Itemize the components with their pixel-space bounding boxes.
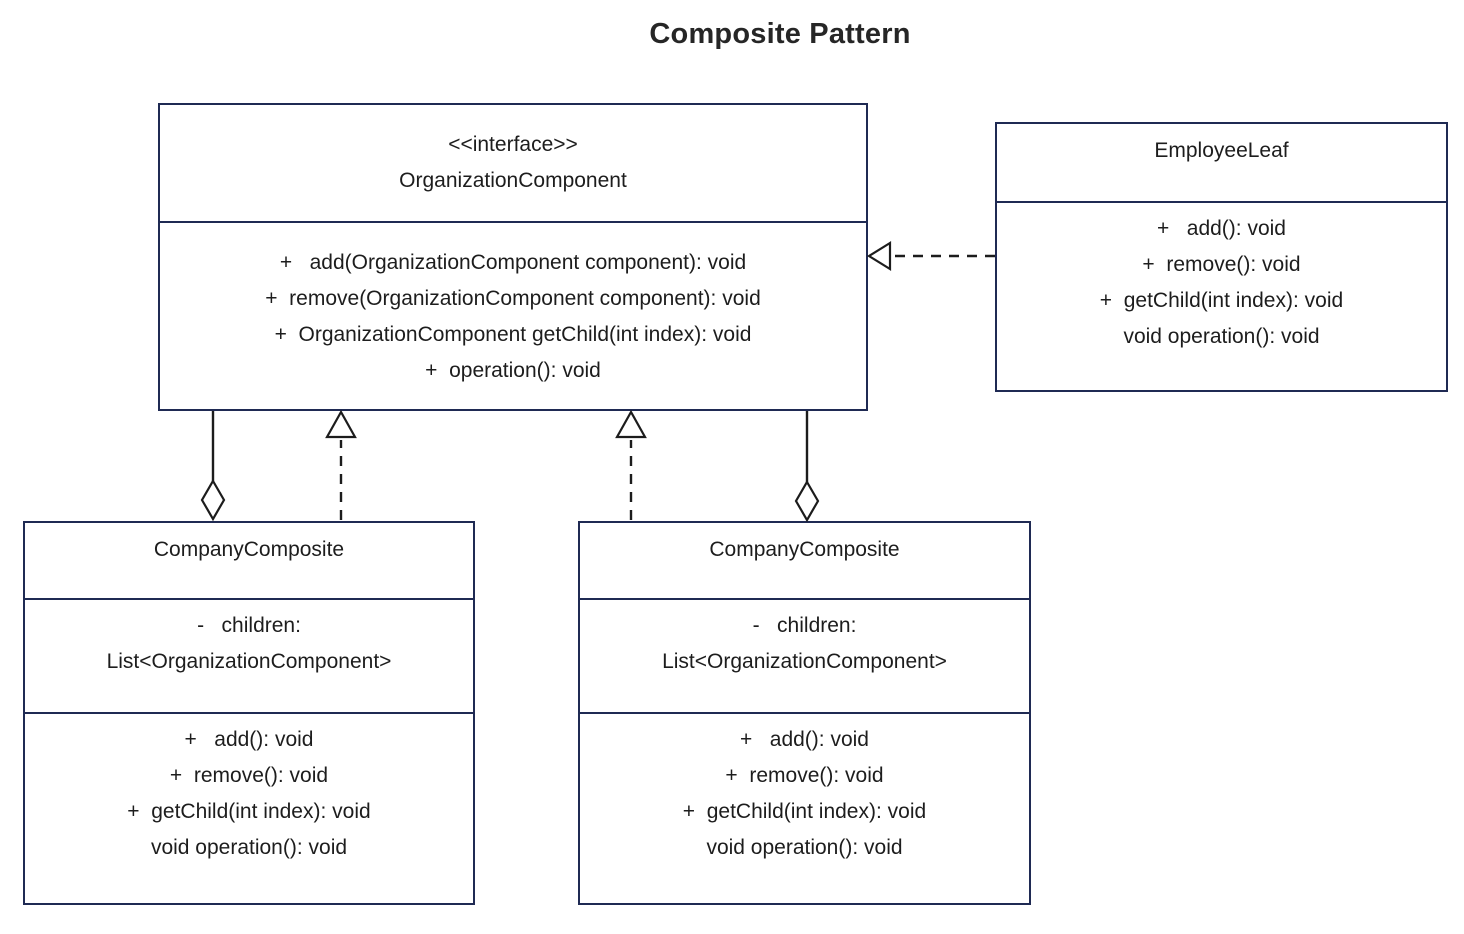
attribute-item: List<OrganizationComponent> (662, 650, 947, 673)
method-item: + remove(OrganizationComponent component… (265, 287, 761, 310)
class-box-organization-component: <<interface>> OrganizationComponent + ad… (158, 103, 868, 411)
method-item: + operation(): void (425, 359, 601, 382)
realization-connector-employee-leaf (866, 241, 995, 271)
method-item: + getChild(int index): void (1099, 289, 1344, 312)
diagram-title: Composite Pattern (649, 18, 911, 50)
method-item: void operation(): void (1123, 325, 1320, 348)
class-header: CompanyComposite (25, 523, 473, 598)
class-header: <<interface>> OrganizationComponent (160, 105, 866, 221)
class-box-employee-leaf: EmployeeLeaf + add(): void + remove(): v… (995, 122, 1448, 392)
method-item: + remove(): void (725, 764, 884, 787)
method-item: + getChild(int index): void (682, 800, 927, 823)
aggregation-connector-left (200, 411, 226, 522)
attribute-item: List<OrganizationComponent> (106, 650, 392, 673)
class-header: CompanyComposite (580, 523, 1029, 598)
hollow-triangle-arrowhead-icon (866, 241, 892, 271)
class-name: CompanyComposite (709, 538, 900, 561)
class-attributes: - children: List<OrganizationComponent> (25, 598, 473, 712)
class-methods: + add(): void + remove(): void + getChil… (25, 712, 473, 903)
realization-connector-right (615, 409, 647, 520)
method-item: void operation(): void (706, 836, 903, 859)
stereotype-label: <<interface>> (448, 133, 578, 156)
aggregation-connector-right (794, 411, 820, 523)
hollow-triangle-arrowhead-icon (325, 409, 357, 439)
method-item: + getChild(int index): void (127, 800, 371, 823)
method-item: + add(): void (184, 728, 314, 751)
hollow-triangle-arrowhead-icon (615, 409, 647, 439)
class-name: OrganizationComponent (399, 169, 627, 192)
method-item: void operation(): void (150, 836, 348, 859)
class-name: EmployeeLeaf (1154, 139, 1289, 162)
class-box-company-composite-right: CompanyComposite - children: List<Organi… (578, 521, 1031, 905)
class-name: CompanyComposite (153, 538, 345, 561)
attribute-item: - children: (197, 614, 301, 637)
method-item: + add(OrganizationComponent component): … (279, 251, 747, 274)
method-item: + remove(): void (169, 764, 329, 787)
method-item: + add(): void (1157, 217, 1286, 240)
method-item: + add(): void (740, 728, 869, 751)
realization-connector-left (325, 409, 357, 520)
method-item: + OrganizationComponent getChild(int ind… (274, 323, 752, 346)
class-box-company-composite-left: CompanyComposite - children: List<Organi… (23, 521, 475, 905)
class-header: EmployeeLeaf (997, 124, 1446, 201)
hollow-diamond-icon (794, 479, 820, 523)
method-item: + remove(): void (1142, 253, 1301, 276)
class-methods: + add(OrganizationComponent component): … (160, 221, 866, 411)
class-methods: + add(): void + remove(): void + getChil… (580, 712, 1029, 903)
hollow-diamond-icon (200, 478, 226, 522)
class-methods: + add(): void + remove(): void + getChil… (997, 201, 1446, 390)
class-attributes: - children: List<OrganizationComponent> (580, 598, 1029, 712)
attribute-item: - children: (752, 614, 857, 637)
